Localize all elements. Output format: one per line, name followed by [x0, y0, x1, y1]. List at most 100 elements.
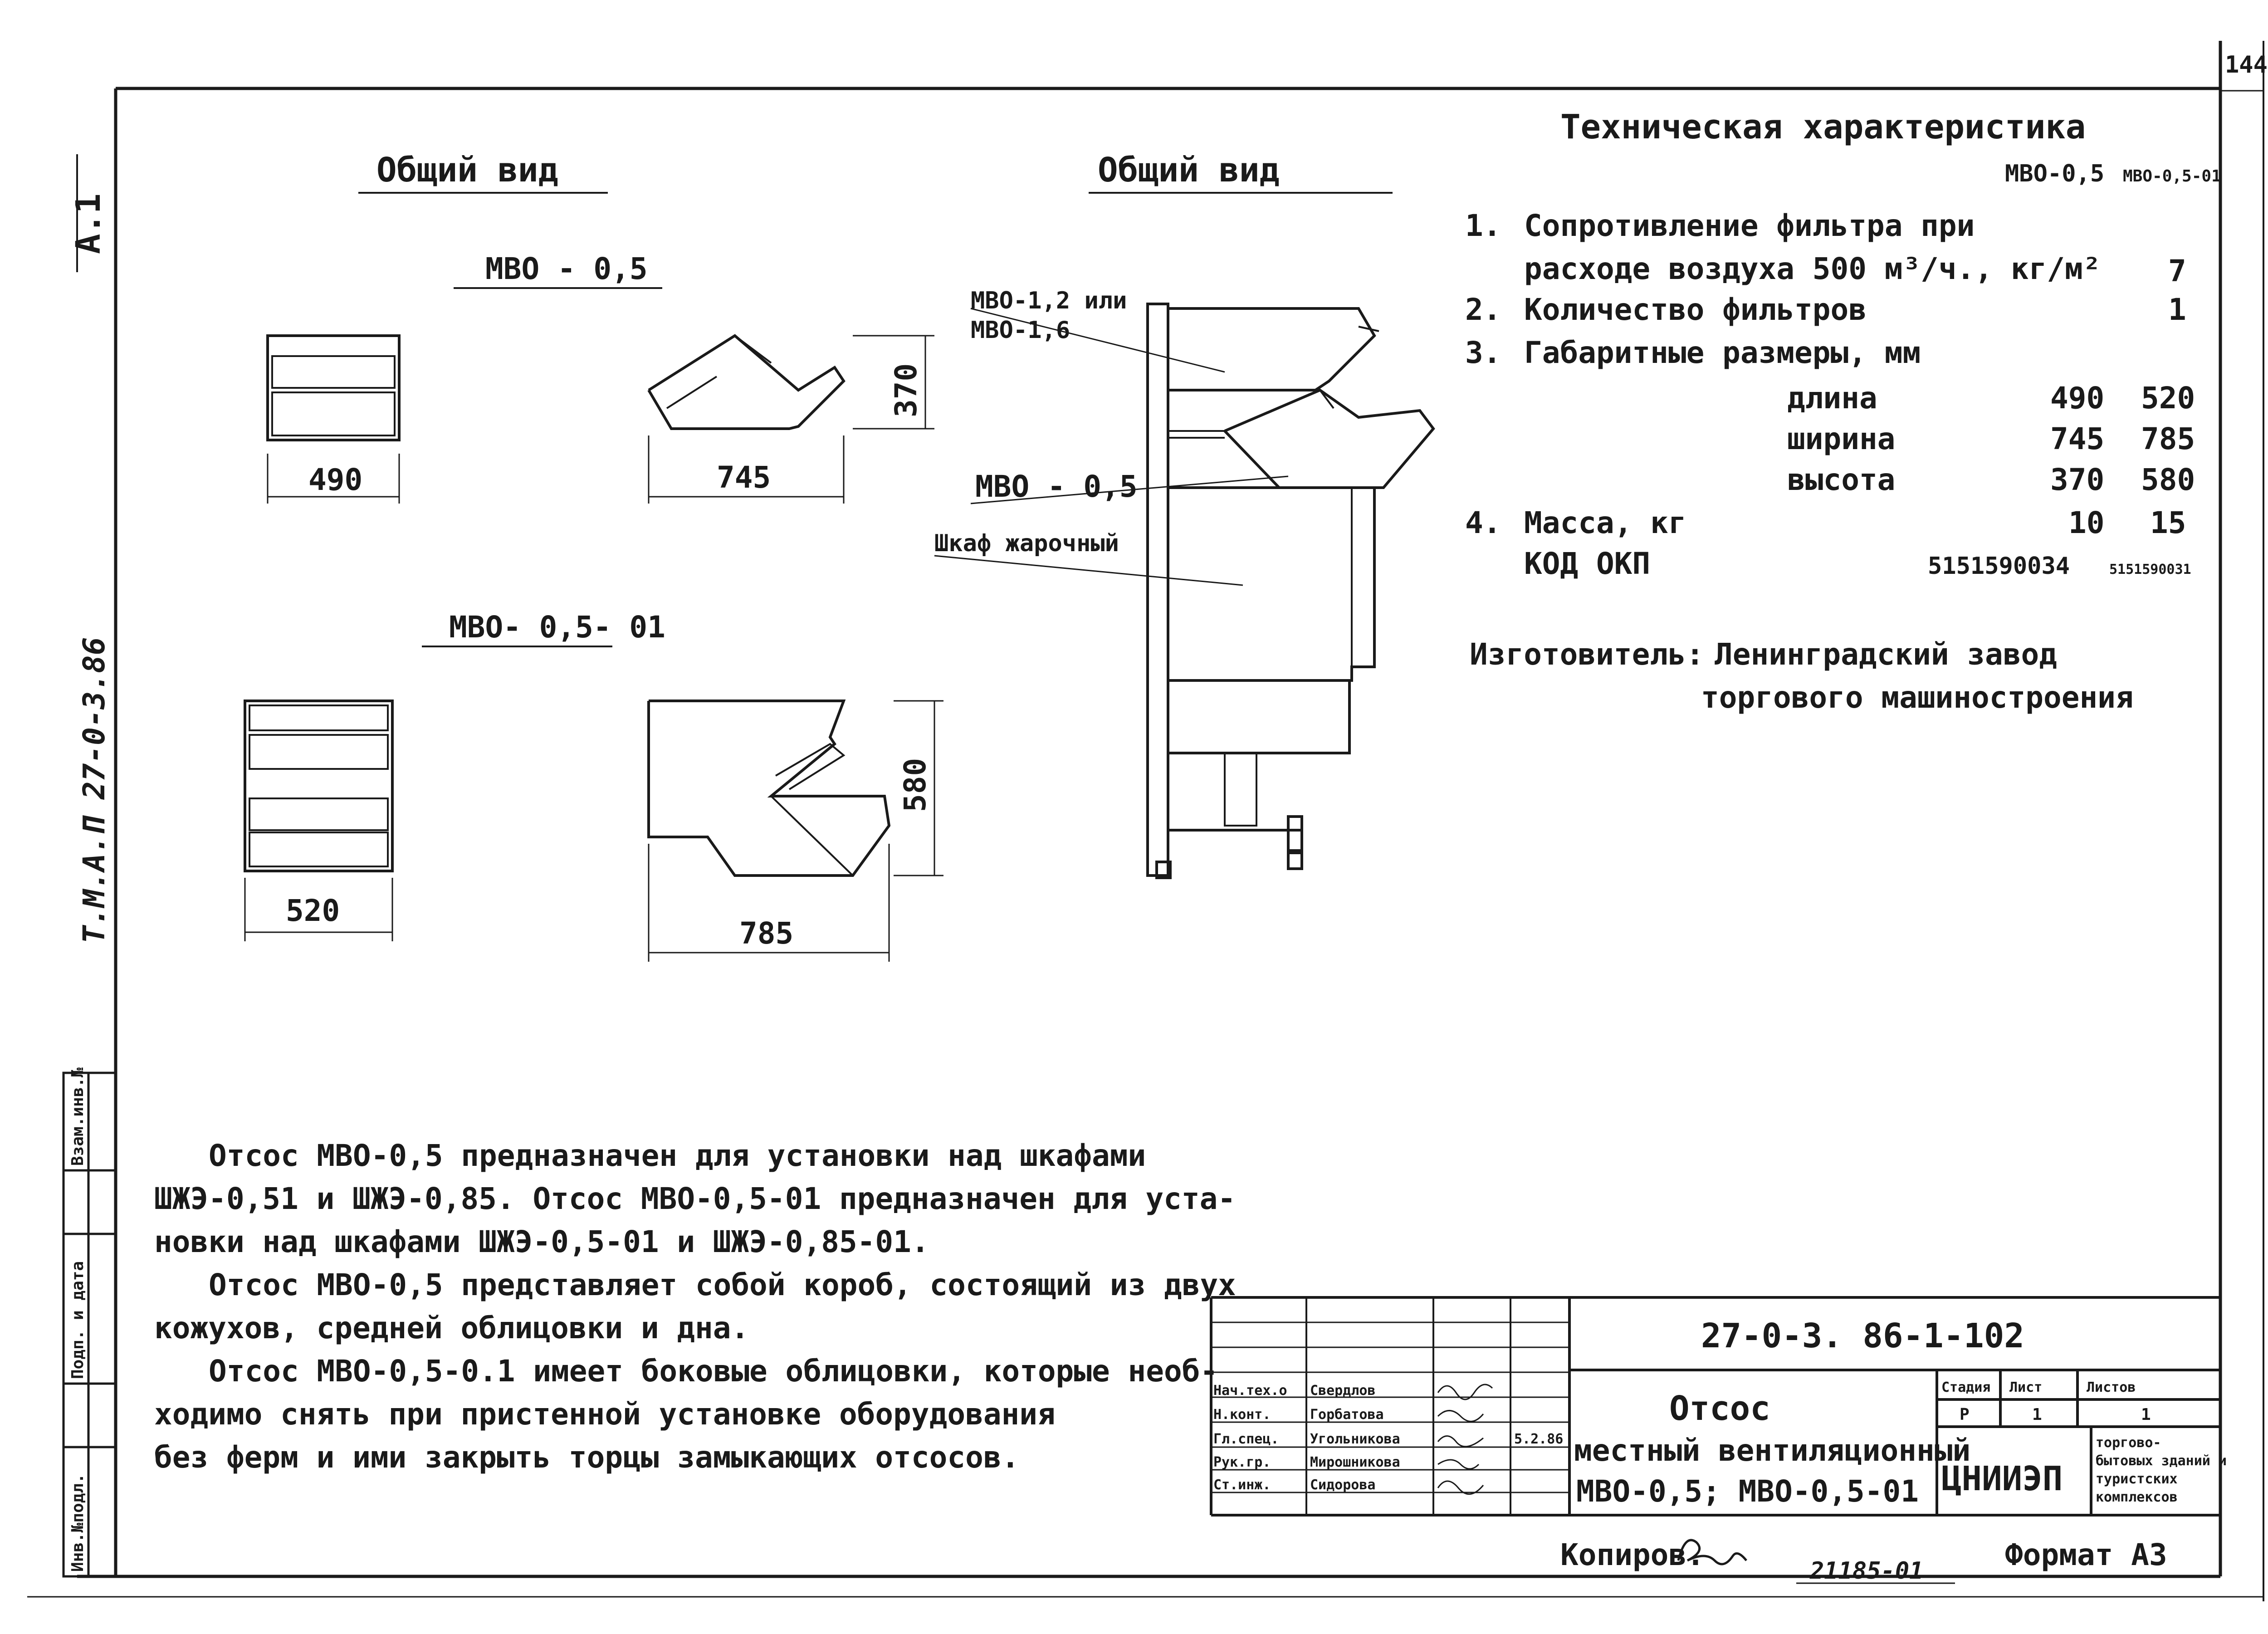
- spec-okp-label: КОД ОКП: [1524, 546, 1650, 581]
- tb-role-2: Н.конт.: [1213, 1407, 1271, 1423]
- spec-width-label: ширина: [1787, 421, 1895, 456]
- spec-height-label: высота: [1787, 462, 1895, 497]
- spec-item3-num: 3.: [1465, 335, 1501, 370]
- manufacturer-line1: Ленинградский завод: [1715, 637, 2057, 672]
- assembly-view: [1146, 303, 1435, 879]
- side-code: Т.М.А.П 27-0-3.86: [77, 637, 112, 944]
- doc-code: 27-0-3. 86-1-102: [1701, 1316, 2024, 1355]
- right-view-title: Общий вид: [1098, 151, 1280, 190]
- note-line-6: Отсос МВО-0,5-0.1 имеет боковые облицовк…: [209, 1354, 1218, 1389]
- spec-item1-line1: Сопротивление фильтра при: [1524, 208, 1975, 243]
- note-line-1: Отсос МВО-0,5 предназначен для установки…: [209, 1138, 1146, 1173]
- model-b-height-value: 580: [898, 758, 933, 812]
- model-a-width-value: 490: [308, 462, 362, 497]
- model-a-length-value: 745: [717, 460, 771, 495]
- model-a-label: МВО - 0,5: [485, 251, 648, 286]
- notes-block: Отсос МВО-0,5 предназначен для установки…: [154, 1138, 1236, 1475]
- spec-height-b: 580: [2141, 462, 2195, 497]
- note-line-4: Отсос МВО-0,5 представляет собой короб, …: [209, 1267, 1236, 1302]
- spec-length-b: 520: [2141, 381, 2195, 416]
- tb-name-1: Свердлов: [1310, 1383, 1376, 1399]
- model-b-width-dimension: [244, 878, 393, 941]
- title-line-3: МВО-0,5; МВО-0,5-01: [1576, 1474, 1919, 1509]
- org-sub-4: комплексов: [2096, 1489, 2178, 1505]
- copied-label: Копиров.: [1560, 1537, 1705, 1572]
- model-b-width-value: 520: [286, 893, 340, 928]
- note-line-2: ШЖЭ-0,51 и ШЖЭ-0,85. Отсос МВО-0,5-01 пр…: [154, 1181, 1236, 1216]
- tb-stage-value: Р: [1960, 1405, 1970, 1424]
- title-line-1: Отсос: [1669, 1389, 1770, 1428]
- model-a-length-dimension: [648, 435, 845, 504]
- tb-role-1: Нач.тех.о: [1213, 1383, 1287, 1399]
- spec-mass-a: 10: [2068, 505, 2104, 540]
- label-upper-hood-2: МВО-1,6: [971, 317, 1070, 344]
- note-line-8: без ферм и ими закрыть торцы замыкающих …: [154, 1440, 1019, 1475]
- tb-sheets-header: Листов: [2087, 1380, 2136, 1395]
- note-line-5: кожухов, средней облицовки и дна.: [154, 1311, 749, 1345]
- tb-sheet-value: 1: [2032, 1405, 2042, 1424]
- spec-height-a: 370: [2050, 462, 2104, 497]
- tb-role-5: Ст.инж.: [1213, 1477, 1271, 1493]
- model-b-length-dimension: [648, 844, 890, 962]
- manufacturer-line2: торгового машиностроения: [1701, 680, 2134, 715]
- stamp-inv-dup: Взам.инв.№: [68, 1067, 87, 1166]
- org-sub-1: торгово-: [2096, 1435, 2161, 1451]
- label-upper-hood-1: МВО-1,2 или: [971, 287, 1127, 314]
- model-a-side-view: [647, 334, 846, 430]
- tb-role-3: Гл.спец.: [1213, 1431, 1279, 1447]
- format-label: Формат А3: [2005, 1537, 2167, 1572]
- model-b-height-dimension: [894, 700, 943, 876]
- model-b-side-view: [647, 700, 891, 877]
- spec-col-b: МВО-0,5-01: [2123, 167, 2221, 186]
- model-a-front-view: [266, 334, 401, 441]
- note-line-7: ходимо снять при пристенной установке об…: [154, 1397, 1056, 1432]
- left-view-title: Общий вид: [376, 151, 558, 190]
- tb-date: 5.2.86: [1514, 1431, 1563, 1447]
- tb-name-5: Сидорова: [1310, 1477, 1376, 1493]
- spec-col-a: МВО-0,5: [2005, 160, 2104, 187]
- spec-item2-num: 2.: [1465, 292, 1501, 327]
- copy-number: 21185-01: [1809, 1557, 1923, 1585]
- spec-mass-label: Масса, кг: [1524, 505, 1686, 540]
- spec-okp-b: 5151590031: [2109, 562, 2191, 577]
- tb-stage-header: Стадия: [1941, 1380, 1990, 1395]
- tb-sheet-header: Лист: [2009, 1380, 2042, 1395]
- title-line-2: местный вентиляционный: [1574, 1433, 1970, 1468]
- tb-name-4: Мирошникова: [1310, 1454, 1400, 1470]
- org-sub-3: туристских: [2096, 1471, 2178, 1487]
- sheet-frame: [27, 41, 2264, 1601]
- stamp-sign-date: Подп. и дата: [68, 1261, 87, 1379]
- spec-item1-num: 1.: [1465, 208, 1501, 243]
- spec-item1-line2: расходе воздуха 500 м³/ч., кг/м²: [1524, 251, 2101, 286]
- stamp-inv-orig: Инв.№подл.: [68, 1473, 87, 1572]
- tb-role-4: Рук.гр.: [1213, 1454, 1271, 1470]
- label-mvo-0-5: МВО - 0,5: [975, 469, 1138, 504]
- org-sub-2: бытовых зданий и: [2096, 1453, 2227, 1469]
- model-b-front-view: [244, 700, 394, 872]
- spec-item1-value: 7: [2168, 254, 2186, 289]
- spec-width-b: 785: [2141, 421, 2195, 456]
- model-b-length-value: 785: [739, 916, 793, 951]
- org-logo: ЦНИИЭП: [1941, 1459, 2063, 1498]
- assembly-leaders: [934, 308, 1289, 586]
- sheet-format-mark: А.1: [69, 193, 108, 254]
- side-stamp: Взам.инв.№ Подп. и дата Инв.№подл.: [62, 1067, 117, 1578]
- page-number: 144: [2225, 51, 2268, 78]
- model-a-height-value: 370: [889, 363, 924, 417]
- tb-name-2: Горбатова: [1310, 1407, 1384, 1423]
- label-cabinet: Шкаф жарочный: [934, 530, 1119, 557]
- spec-item2-value: 1: [2168, 292, 2186, 327]
- manufacturer-label: Изготовитель:: [1470, 637, 1704, 672]
- spec-item4-num: 4.: [1465, 505, 1501, 540]
- spec-block: Техническая характеристика МВО-0,5 МВО-0…: [1465, 108, 2221, 715]
- tb-name-3: Угольникова: [1310, 1431, 1400, 1447]
- note-line-3: новки над шкафами ШЖЭ-0,5-01 и ШЖЭ-0,85-…: [154, 1224, 929, 1259]
- spec-length-a: 490: [2050, 381, 2104, 416]
- spec-mass-b: 15: [2150, 505, 2186, 540]
- spec-okp-a: 5151590034: [1928, 553, 2070, 580]
- spec-width-a: 745: [2050, 421, 2104, 456]
- spec-title: Техническая характеристика: [1560, 108, 2086, 147]
- title-block: [1210, 1296, 2220, 1517]
- model-a-width-dimension: [267, 454, 400, 504]
